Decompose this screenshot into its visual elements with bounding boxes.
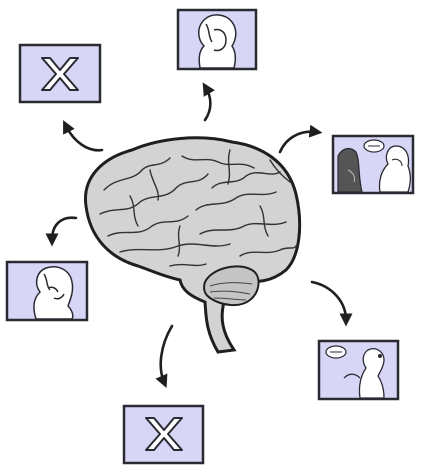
arrow-to-bottom xyxy=(161,326,172,382)
woman-smiling-icon xyxy=(34,267,73,319)
woman-portrait-icon xyxy=(199,15,236,68)
panel-right-upper xyxy=(333,136,413,193)
panel-right-lower xyxy=(319,341,398,399)
brain-illustration xyxy=(85,138,299,352)
arrow-to-top xyxy=(205,88,210,120)
panel-left xyxy=(7,262,87,320)
arrow-to-left xyxy=(52,218,76,240)
panel-top-left xyxy=(20,45,100,102)
arrow-to-right-upper xyxy=(280,132,316,152)
arrow-to-top-left xyxy=(66,126,102,150)
arrow-to-right-lower xyxy=(312,282,346,320)
panel-top xyxy=(178,10,256,69)
panel-bottom xyxy=(124,406,203,463)
